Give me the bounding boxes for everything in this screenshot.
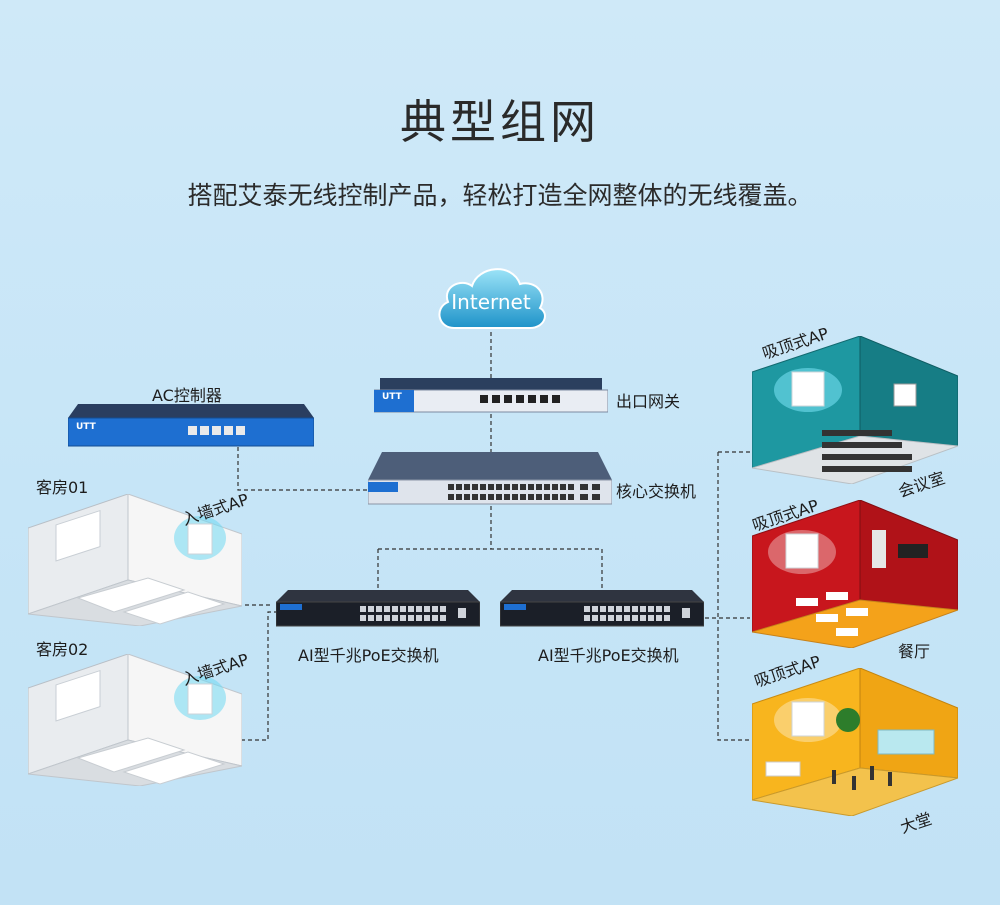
link-poe-guest2 — [240, 611, 278, 741]
poe-switch-left-device — [275, 590, 481, 628]
link-core-poe — [377, 506, 603, 590]
ac-label: AC控制器 — [152, 386, 222, 405]
page-title: 典型组网 — [400, 95, 600, 149]
guest-room-02-label: 客房02 — [36, 640, 89, 659]
internet-label: Internet — [451, 290, 531, 314]
link-ac-core — [237, 447, 372, 491]
internet-cloud: Internet — [432, 258, 550, 334]
restaurant-label: 餐厅 — [898, 642, 931, 661]
poe-switch-right-device — [499, 590, 705, 628]
gateway-device: UTT — [373, 378, 609, 414]
ac-controller-device: UTT — [67, 404, 315, 448]
gateway-brand: UTT — [382, 392, 402, 402]
poe-switch-left-label: AI型千兆PoE交换机 — [298, 646, 439, 665]
meeting-room — [751, 335, 959, 485]
gateway-label: 出口网关 — [616, 392, 681, 411]
restaurant-room — [751, 499, 959, 649]
poe-switch-right-label: AI型千兆PoE交换机 — [538, 646, 679, 665]
page-subtitle: 搭配艾泰无线控制产品，轻松打造全网整体的无线覆盖。 — [187, 181, 813, 210]
guest-room-01 — [27, 493, 243, 627]
guest-room-02 — [27, 653, 243, 787]
ac-brand: UTT — [76, 422, 96, 432]
core-switch-label: 核心交换机 — [616, 482, 697, 501]
guest-room-01-label: 客房01 — [36, 478, 89, 497]
lobby-room — [751, 667, 959, 817]
core-switch-device — [367, 452, 613, 506]
